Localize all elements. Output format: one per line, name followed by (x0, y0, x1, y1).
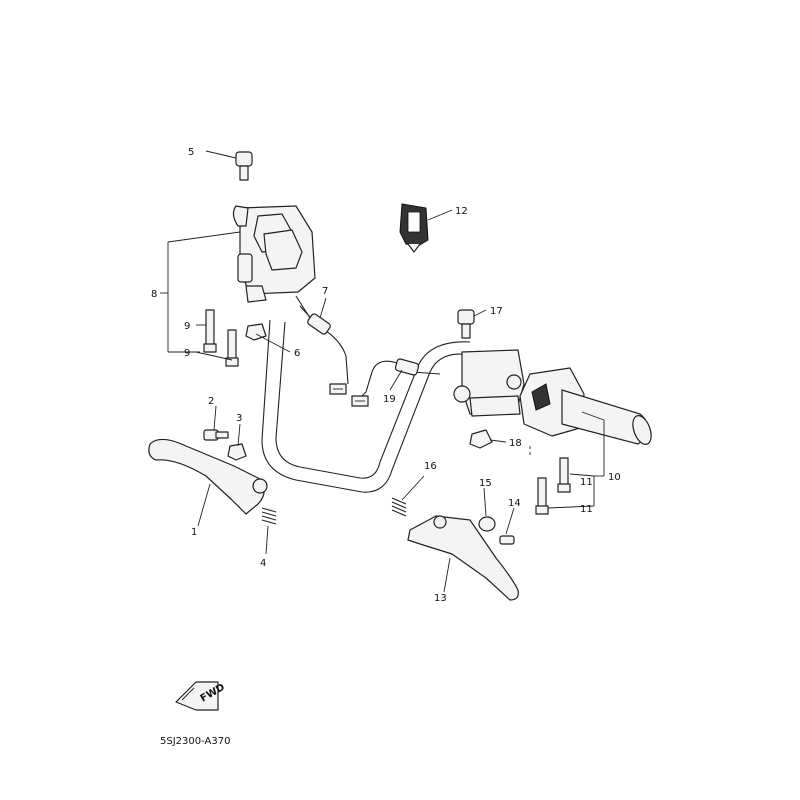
callout-11a: 11 (580, 477, 593, 488)
right-lever (407, 515, 519, 601)
callout-12: 12 (455, 206, 468, 217)
screw-17 (457, 309, 475, 339)
callout-1: 1 (191, 527, 197, 538)
right-switch-housing (519, 367, 652, 445)
spring-16 (391, 497, 407, 517)
leader-lines (160, 150, 605, 593)
connector-clip (399, 203, 429, 253)
screws-11 (535, 457, 571, 515)
callout-17: 17 (490, 306, 503, 317)
screw-5 (235, 151, 253, 181)
callout-15: 15 (479, 478, 492, 489)
left-switch-housing (232, 205, 316, 303)
callouts: 5 8 9 9 6 7 12 17 18 19 2 3 1 4 16 15 14… (151, 147, 621, 604)
callout-5: 5 (188, 147, 194, 158)
callout-9b: 9 (184, 348, 190, 359)
bolt-14 (499, 535, 515, 545)
callout-6: 6 (294, 348, 300, 359)
screws-9 (203, 309, 239, 367)
diagram-code: 5SJ2300-A370 (160, 736, 230, 747)
callout-7: 7 (322, 286, 328, 297)
fwd-arrow: FWD (175, 681, 227, 711)
nut-18 (469, 429, 493, 449)
callout-2: 2 (208, 396, 214, 407)
callout-16: 16 (424, 461, 437, 472)
callout-19: 19 (383, 394, 396, 405)
callout-4: 4 (260, 558, 266, 569)
callout-10: 10 (608, 472, 621, 483)
right-bracket (453, 349, 525, 417)
spring-4 (261, 507, 277, 525)
left-lever (148, 438, 268, 515)
callout-3: 3 (236, 413, 242, 424)
callout-8: 8 (151, 289, 157, 300)
callout-9a: 9 (184, 321, 190, 332)
handlebar (261, 319, 471, 493)
right-switch-cable (351, 358, 441, 407)
callout-11b: 11 (580, 504, 593, 515)
callout-14: 14 (508, 498, 521, 509)
callout-18: 18 (509, 438, 522, 449)
left-switch-cable (295, 295, 349, 395)
nut-3 (227, 443, 247, 461)
bolt-2 (203, 429, 229, 441)
collar-15 (478, 516, 496, 532)
callout-13: 13 (434, 593, 447, 604)
nut-6 (245, 323, 267, 341)
